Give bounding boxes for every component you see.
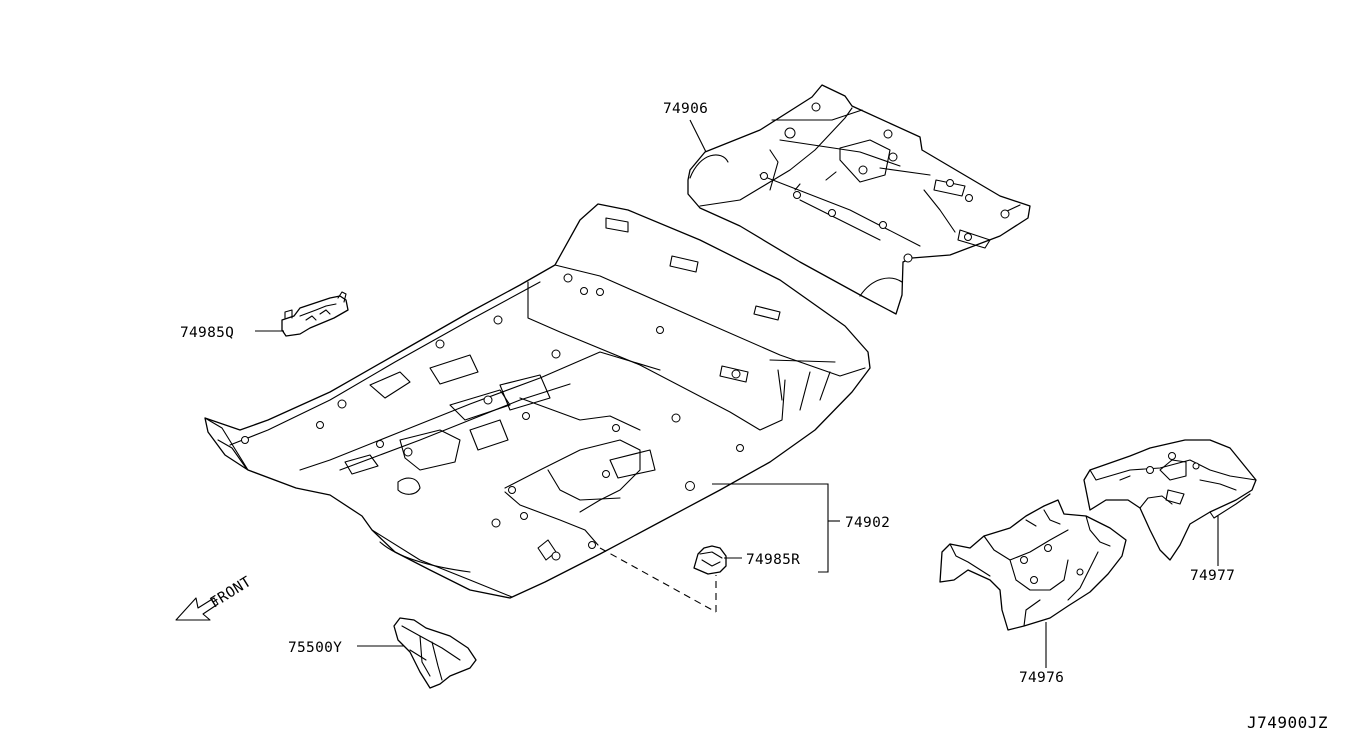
part-74906-rear-carpet[interactable] [687,84,1031,315]
part-74977-insulator[interactable] [1083,439,1257,561]
part-75500Y-bracket[interactable] [393,617,477,689]
front-indicator: FRONT [175,574,255,621]
part-74985Q-clip[interactable] [281,291,349,337]
leader-lines [255,119,1219,668]
front-arrow-icon [175,597,219,621]
callout-74976: 74976 [1019,670,1064,686]
part-74902-floor-carpet[interactable] [204,203,871,599]
callout-74985Q: 74985Q [180,325,234,341]
diagram-code: J74900JZ [1247,713,1328,732]
callout-75500Y: 75500Y [288,640,342,656]
part-74985R-clip[interactable] [693,545,727,575]
callout-74985R: 74985R [746,552,800,568]
callout-74902: 74902 [845,515,890,531]
part-74976-insulator[interactable] [939,499,1127,631]
callout-74906: 74906 [663,101,708,117]
callout-74977: 74977 [1190,568,1235,584]
front-label: FRONT [208,574,255,611]
